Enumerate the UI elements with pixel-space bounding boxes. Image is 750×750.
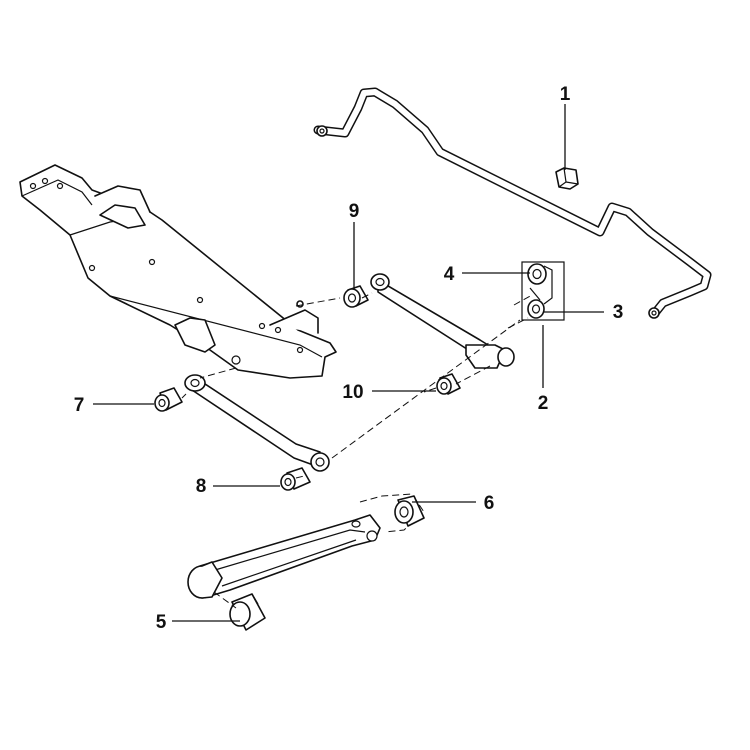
lower-link (184, 374, 330, 472)
bushing-6 (359, 493, 425, 533)
callout-labels: 1 2 3 4 5 6 7 8 9 10 (74, 84, 624, 633)
callout-2: 2 (538, 393, 549, 414)
assembly-guide-lines (181, 292, 533, 609)
bushing-10 (436, 373, 461, 395)
bushing-5 (229, 593, 266, 631)
callout-leaders (93, 104, 604, 622)
upper-link (370, 273, 515, 369)
trailing-arm (187, 514, 381, 599)
crossmember (19, 164, 337, 379)
callout-9: 9 (349, 201, 360, 222)
callout-4: 4 (444, 264, 455, 285)
callout-5: 5 (156, 612, 167, 633)
stabilizer-link (521, 261, 565, 321)
callout-1: 1 (560, 84, 571, 105)
bushing-8 (280, 467, 311, 491)
stabilizer-bushing (555, 167, 579, 190)
bushing-9 (343, 285, 369, 308)
callout-7: 7 (74, 395, 85, 416)
bushing-7 (154, 387, 183, 412)
callout-8: 8 (196, 476, 207, 497)
callout-6: 6 (484, 493, 495, 514)
callout-3: 3 (613, 302, 624, 323)
callout-10: 10 (342, 382, 363, 403)
stabilizer-bar (313, 87, 712, 319)
